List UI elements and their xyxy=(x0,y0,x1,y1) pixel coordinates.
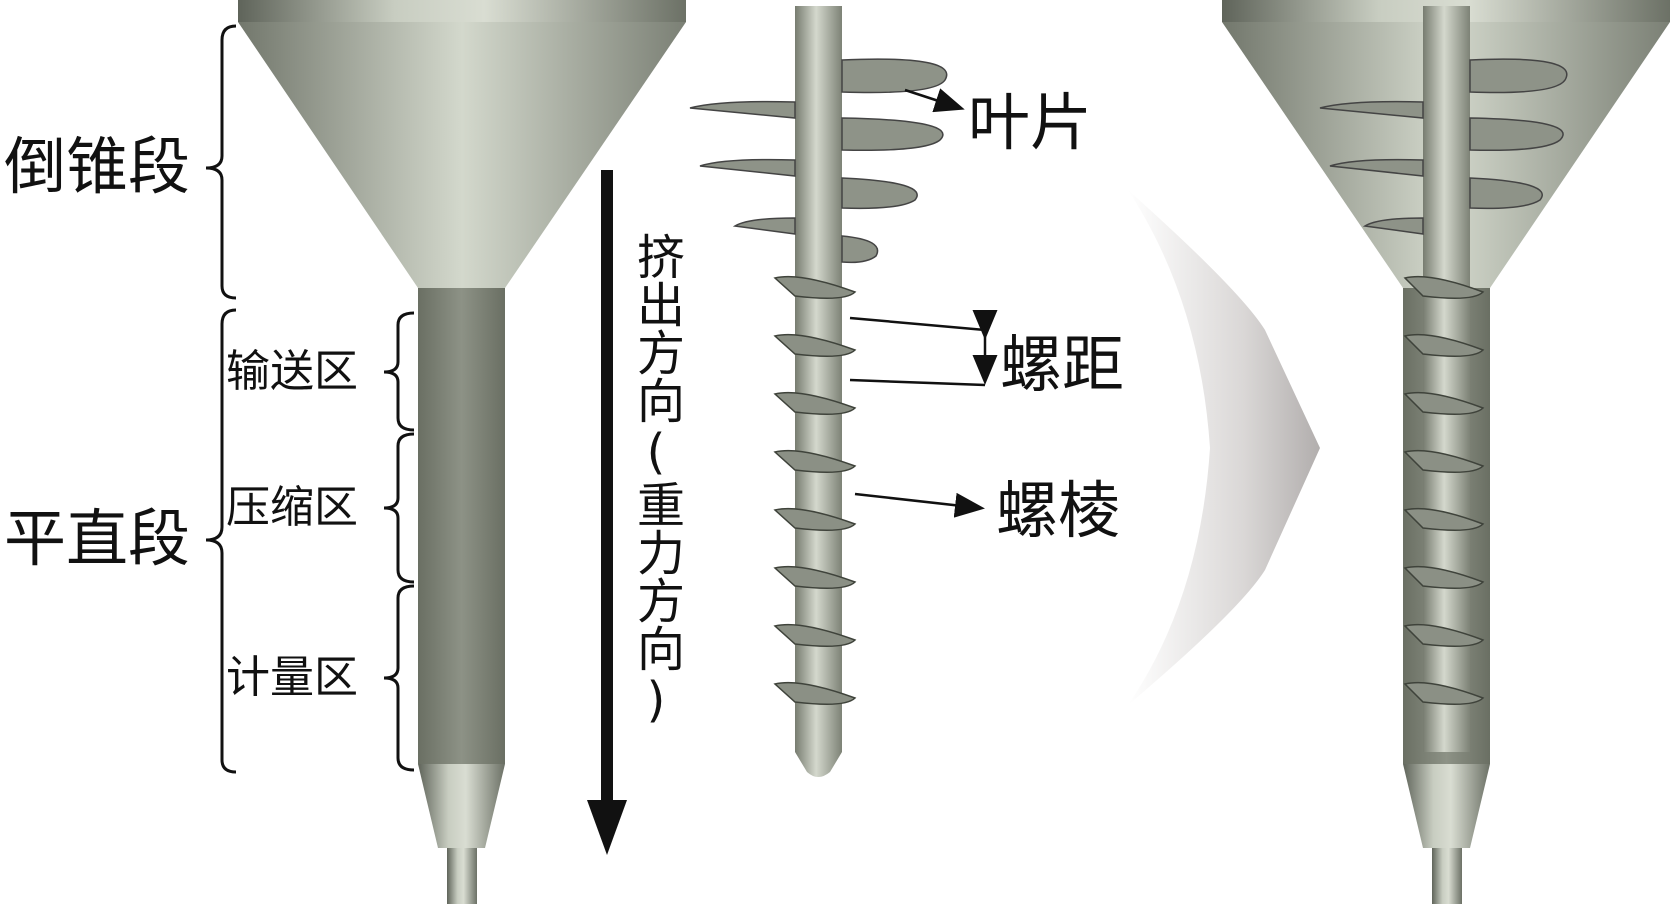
extrusion-arrow xyxy=(587,170,627,855)
bracket-feed xyxy=(383,311,415,432)
screw-tip xyxy=(795,752,842,777)
hopper-top xyxy=(238,0,686,22)
right-nozzle-tip xyxy=(1432,848,1462,904)
screw-flights xyxy=(773,275,857,705)
metering-zone-label: 计量区 xyxy=(226,652,358,703)
cone-section-label: 倒锥段 xyxy=(4,130,191,203)
compression-zone-label: 压缩区 xyxy=(226,482,358,533)
transform-arrow xyxy=(1128,190,1320,705)
leader-lines xyxy=(849,88,998,518)
section-brackets xyxy=(205,24,415,774)
nozzle-tip xyxy=(447,848,477,904)
pitch-line-top xyxy=(849,316,986,332)
cone-section-shape xyxy=(238,22,686,288)
right-flights xyxy=(1403,275,1485,705)
right-nozzle-cone xyxy=(1403,764,1490,848)
bracket-straight xyxy=(205,308,237,774)
feed-zone-label: 输送区 xyxy=(226,346,358,397)
blade-leader xyxy=(904,88,965,113)
pitch-label: 螺距 xyxy=(1000,328,1125,401)
nozzle-cone xyxy=(418,764,505,848)
left-barrel xyxy=(238,0,686,904)
bracket-metering xyxy=(383,584,415,772)
flight-label: 螺棱 xyxy=(996,474,1121,547)
bracket-compression xyxy=(383,432,415,584)
straight-section-label: 平直段 xyxy=(4,502,191,575)
flight-leader xyxy=(854,492,985,518)
bracket-cone xyxy=(205,24,237,300)
blade-spirals xyxy=(689,58,948,264)
screw xyxy=(689,6,948,777)
pitch-line-bottom xyxy=(849,378,986,387)
right-blades xyxy=(1319,58,1568,235)
right-assembly xyxy=(1222,0,1670,904)
extrusion-direction-label: 挤出方向(重力方向) xyxy=(628,232,684,728)
straight-tube xyxy=(418,288,505,764)
blade-label: 叶片 xyxy=(968,86,1093,159)
